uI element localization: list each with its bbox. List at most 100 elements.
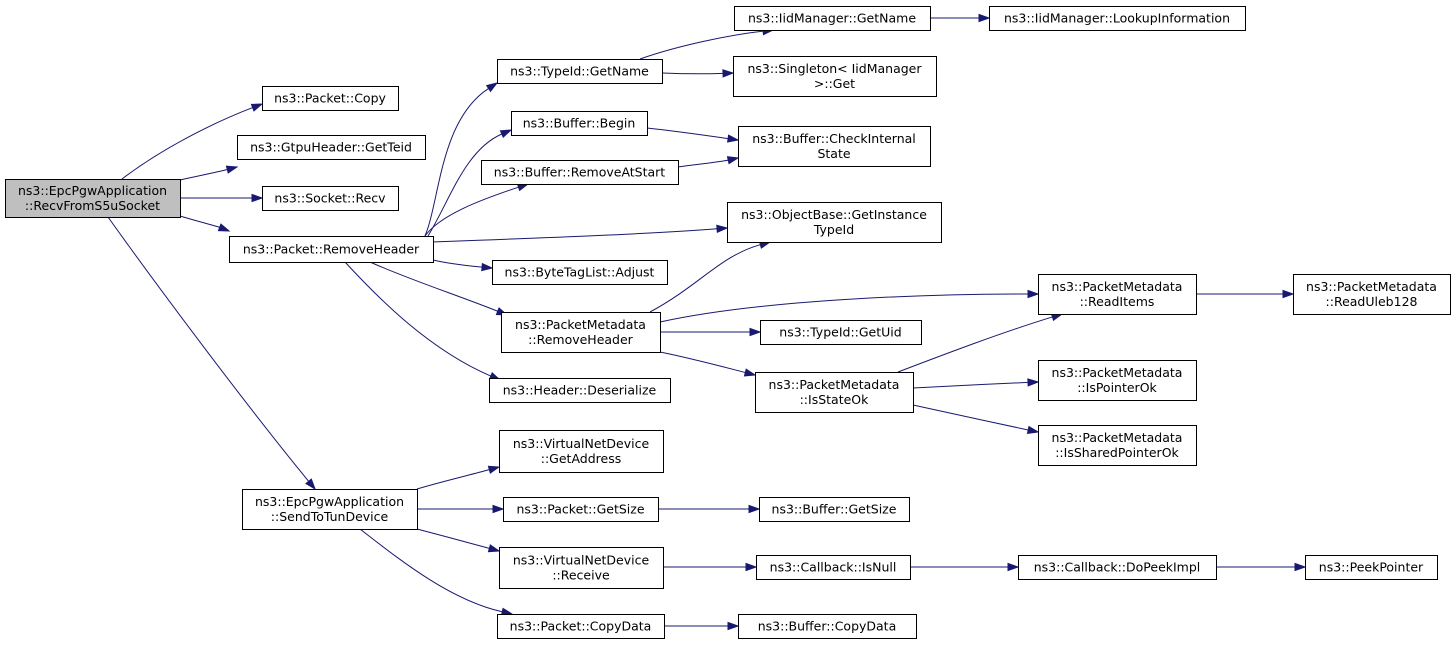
- node-cbisnull[interactable]: ns3::Callback::IsNull: [756, 555, 911, 580]
- node-pmreaditems[interactable]: ns3::PacketMetadata::ReadItems: [1038, 274, 1197, 315]
- edge-pgetsize-bgetsize: [657, 504, 761, 514]
- node-vndrecv[interactable]: ns3::VirtualNetDevice::Receive: [499, 547, 664, 589]
- edge-root-premhdr: [179, 215, 231, 232]
- edge-line: [677, 159, 729, 168]
- node-box: [503, 497, 659, 522]
- edge-bbegin-bcheck: [646, 127, 740, 143]
- node-box: [989, 6, 1246, 31]
- node-singleton[interactable]: ns3::Singleton< IidManager>::Get: [733, 56, 937, 97]
- edge-root-gteid: [179, 165, 239, 181]
- node-label: ::IsPointerOk: [1077, 380, 1157, 395]
- arrowhead-icon: [499, 129, 513, 139]
- edge-sendtun-pgetsize: [416, 504, 505, 514]
- node-pcopydata[interactable]: ns3::Packet::CopyData: [497, 614, 665, 639]
- node-vndgetaddr[interactable]: ns3::VirtualNetDevice::GetAddress: [499, 430, 664, 473]
- node-label: ns3::PeekPointer: [1319, 560, 1424, 575]
- node-box: [237, 135, 426, 160]
- node-peekptr[interactable]: ns3::PeekPointer: [1305, 555, 1438, 580]
- node-label: ::IsStateOk: [800, 392, 870, 407]
- node-box: [1305, 555, 1438, 580]
- node-iidlookup[interactable]: ns3::IidManager::LookupInformation: [989, 6, 1246, 31]
- node-box: [1038, 360, 1197, 401]
- node-label: ns3::ByteTagList::Adjust: [505, 265, 655, 280]
- node-premhdr[interactable]: ns3::Packet::RemoveHeader: [229, 236, 434, 263]
- node-bbegin[interactable]: ns3::Buffer::Begin: [511, 111, 648, 136]
- node-box: [755, 372, 914, 413]
- node-label: State: [817, 146, 850, 161]
- node-box: [242, 489, 418, 530]
- edge-premhdr-pmremhdr: [369, 261, 509, 316]
- edge-pmremhdr-pmreaditems: [659, 289, 1040, 323]
- edge-line: [179, 169, 228, 181]
- edge-pmstateok-pmreaditems: [897, 313, 1064, 373]
- arrowhead-icon: [978, 13, 991, 23]
- arrowhead-icon: [748, 504, 761, 514]
- node-pmremhdr[interactable]: ns3::PacketMetadata::RemoveHeader: [501, 312, 661, 353]
- edge-line: [424, 88, 489, 237]
- edge-line: [912, 404, 1029, 431]
- arrowhead-icon: [722, 69, 735, 78]
- node-pmptrok[interactable]: ns3::PacketMetadata::IsPointerOk: [1038, 360, 1197, 401]
- edge-sendtun-vndrecv: [416, 528, 501, 553]
- node-label: ns3::Header::Deserialize: [503, 383, 657, 398]
- node-pgetsize[interactable]: ns3::Packet::GetSize: [503, 497, 659, 522]
- node-bgetsize[interactable]: ns3::Buffer::GetSize: [759, 497, 910, 522]
- node-label: ::IsSharedPointerOk: [1055, 445, 1179, 460]
- arrowhead-icon: [487, 465, 501, 474]
- node-root[interactable]: ns3::EpcPgwApplication::RecvFromS5uSocke…: [5, 179, 181, 218]
- node-label: ::Receive: [552, 568, 610, 583]
- node-box: [1038, 425, 1197, 466]
- node-bcopydata[interactable]: ns3::Buffer::CopyData: [738, 614, 917, 639]
- node-label: ns3::Callback::IsNull: [770, 560, 897, 575]
- arrowhead-icon: [1027, 378, 1040, 387]
- edge-pcopydata-bcopydata: [664, 621, 740, 631]
- arrowhead-icon: [485, 82, 499, 93]
- node-pmsharedok[interactable]: ns3::PacketMetadata::IsSharedPointerOk: [1038, 425, 1197, 466]
- node-cbpeek[interactable]: ns3::Callback::DoPeekImpl: [1018, 555, 1217, 580]
- node-box: [733, 56, 937, 97]
- edge-premhdr-hdeser: [344, 261, 502, 381]
- edge-line: [649, 244, 761, 313]
- node-label: ns3::EpcPgwApplication: [18, 183, 167, 198]
- node-label: ns3::VirtualNetDevice: [513, 436, 650, 451]
- node-sendtun[interactable]: ns3::EpcPgwApplication::SendToTunDevice: [242, 489, 418, 530]
- edge-vndrecv-cbisnull: [663, 562, 758, 572]
- node-bremstart[interactable]: ns3::Buffer::RemoveAtStart: [481, 160, 679, 185]
- node-iidgetname[interactable]: ns3::IidManager::GetName: [734, 6, 931, 31]
- node-hdeser[interactable]: ns3::Header::Deserialize: [489, 378, 671, 403]
- node-label: ns3::PacketMetadata: [515, 317, 646, 332]
- edge-line: [121, 107, 253, 180]
- node-label: ::ReadUleb128: [1326, 294, 1418, 309]
- arrowhead-icon: [716, 224, 729, 234]
- node-label: ns3::IidManager::LookupInformation: [1004, 11, 1230, 26]
- node-box: [262, 186, 399, 211]
- node-label: ns3::PacketMetadata: [769, 377, 900, 392]
- edge-line: [912, 381, 1029, 389]
- node-label: ns3::PacketMetadata: [1052, 430, 1183, 445]
- node-box: [489, 378, 671, 403]
- node-btladj[interactable]: ns3::ByteTagList::Adjust: [492, 260, 668, 285]
- arrowhead-icon: [1007, 562, 1020, 572]
- arrowhead-icon: [487, 544, 501, 553]
- node-label: ::RecvFromS5uSocket: [25, 198, 160, 213]
- node-label: ns3::Packet::GetSize: [516, 502, 644, 517]
- edge-pmreaditems-pmuleb: [1195, 289, 1295, 299]
- node-pmuleb[interactable]: ns3::PacketMetadata::ReadUleb128: [1293, 274, 1451, 315]
- node-label: >::Get: [814, 76, 855, 91]
- node-box: [1293, 274, 1451, 315]
- node-gteid[interactable]: ns3::GtpuHeader::GetTeid: [237, 135, 426, 160]
- edge-line: [369, 261, 498, 312]
- node-label: ns3::TypeId::GetName: [510, 64, 649, 79]
- node-tgetuid[interactable]: ns3::TypeId::GetUid: [760, 320, 922, 345]
- edge-sendtun-pcopydata: [359, 528, 514, 616]
- node-label: ns3::PacketMetadata: [1052, 365, 1183, 380]
- edge-line: [646, 127, 729, 140]
- node-pmstateok[interactable]: ns3::PacketMetadata::IsStateOk: [755, 372, 914, 413]
- arrowhead-icon: [745, 562, 758, 572]
- node-tgetname[interactable]: ns3::TypeId::GetName: [497, 59, 663, 84]
- arrowhead-icon: [305, 478, 316, 491]
- node-srecv[interactable]: ns3::Socket::Recv: [262, 186, 399, 211]
- node-pcopy[interactable]: ns3::Packet::Copy: [262, 86, 399, 111]
